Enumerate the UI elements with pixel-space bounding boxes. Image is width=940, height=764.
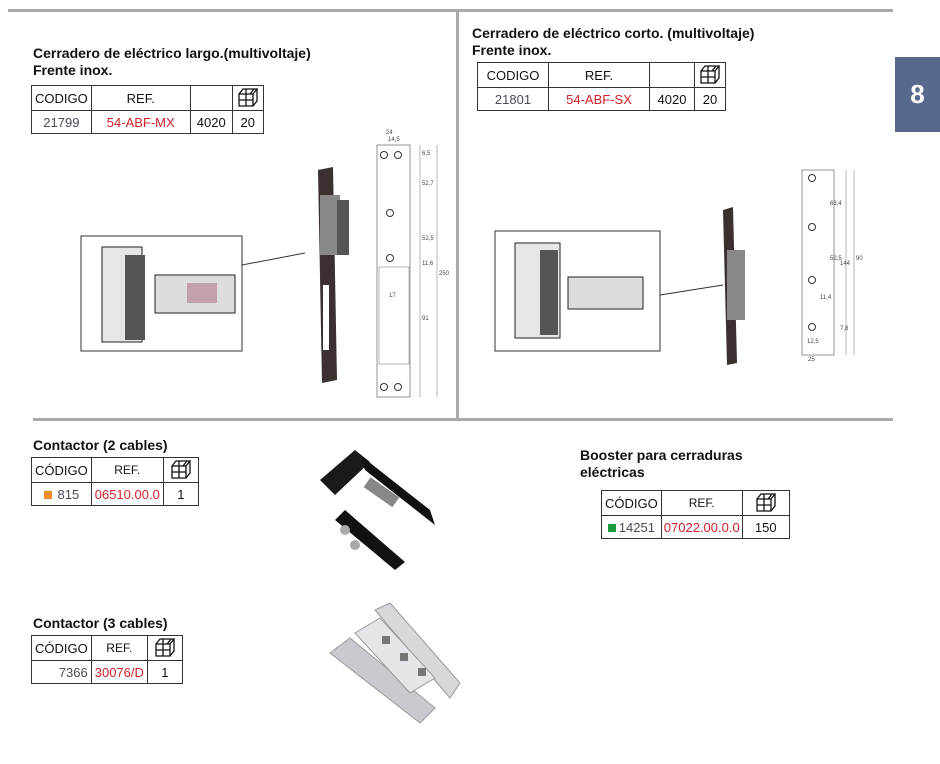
header-blank [189,85,233,111]
dimension-label: 250 [439,271,450,277]
dimension-label: 7,8 [840,326,849,332]
dimension-label: 17 [389,293,396,299]
dimension-label: 90 [856,256,863,262]
product-table: CÓDIGO REF. 815 06510.00.0 1 [31,457,199,506]
ref-cell: 07022.00.0.0 [660,515,743,539]
codigo-cell: 21801 [477,87,549,111]
box-icon [231,85,264,111]
contactor-2-image [320,450,435,570]
ref-cell: 54-ABF-SX [548,87,650,111]
dimension-label: 144 [840,261,851,267]
dimension-label: 63,4 [830,201,842,207]
qty-cell: 20 [694,87,726,111]
qty-cell: 1 [162,482,199,506]
dimension-label: 52,5 [422,236,434,242]
green-marker-icon [607,523,616,532]
contactor-3-image [329,602,461,724]
dimension-label: 14,5 [388,137,400,143]
table-row: 14251 07022.00.0.0 150 [601,515,790,539]
codigo-value: 815 [57,486,80,502]
dimension-label: 52,7 [422,181,434,187]
header-blank [649,62,695,88]
header-codigo: CÓDIGO [31,457,92,483]
product-table: CODIGO REF. 21799 54-ABF-MX 4020 20 [31,85,264,134]
title-line: Cerradero de eléctrico largo.(multivolta… [33,45,311,61]
section-tab[interactable]: 8 [895,57,940,132]
dimension-label: 91 [422,316,429,322]
extra-cell: 4020 [649,87,695,111]
dimension-label: 12,5 [807,339,819,345]
box-icon [694,62,726,88]
box-icon [162,457,199,483]
codigo-cell: 7366 [31,660,92,684]
header-codigo: CÓDIGO [31,635,92,661]
top-divider [8,9,893,12]
product-title: Contactor (3 cables) [33,615,168,631]
header-ref: REF. [660,490,743,516]
codigo-cell: 815 [31,482,92,506]
box-icon [741,490,790,516]
qty-cell: 20 [231,110,264,134]
header-ref: REF. [90,635,148,661]
title-line: Frente inox. [472,42,552,58]
qty-cell: 150 [741,515,790,539]
ref-cell: 54-ABF-MX [90,110,191,134]
dimension-label: 11,4 [820,295,832,301]
vertical-divider [456,9,459,419]
header-ref: REF. [90,85,191,111]
product-title: Cerradero de eléctrico largo.(multivolta… [33,45,311,79]
dimension-label: 6,5 [422,151,431,157]
codigo-cell: 14251 [601,515,662,539]
header-codigo: CÓDIGO [601,490,662,516]
product-title: Contactor (2 cables) [33,437,168,453]
header-ref: REF. [90,457,164,483]
short-strike-illustration: 63,4 52,5 144 90 11,4 7,8 12,5 25 [494,169,863,365]
product-table: CODIGO REF. 21801 54-ABF-SX 4020 20 [477,62,726,111]
header-codigo: CODIGO [477,62,549,88]
dimension-label: 52,5 [830,256,842,262]
dimension-label: 24 [386,130,393,136]
table-row: 21799 54-ABF-MX 4020 20 [31,110,264,134]
long-strike-illustration: 24 14,5 6,5 52,7 52,5 11,6 17 91 250 [80,130,450,398]
dimension-label: 11,6 [422,261,434,267]
extra-cell: 4020 [189,110,233,134]
product-table: CÓDIGO REF. 7366 30076/D 1 [31,635,183,684]
table-row: 7366 30076/D 1 [31,660,183,684]
dimension-label: 25 [808,357,815,363]
product-table: CÓDIGO REF. 14251 07022.00.0.0 150 [601,490,790,539]
title-line: Booster para cerraduras [580,447,743,463]
codigo-cell: 21799 [31,110,92,134]
product-title: Cerradero de eléctrico corto. (multivolt… [472,25,754,59]
orange-marker-icon [43,490,52,499]
table-row: 21801 54-ABF-SX 4020 20 [477,87,726,111]
header-codigo: CODIGO [31,85,92,111]
header-ref: REF. [548,62,650,88]
codigo-value: 14251 [618,519,655,535]
qty-cell: 1 [146,660,183,684]
title-line: Frente inox. [33,62,113,78]
box-icon [146,635,183,661]
middle-divider [33,418,893,421]
table-row: 815 06510.00.0 1 [31,482,199,506]
ref-cell: 06510.00.0 [90,482,164,506]
title-line: eléctricas [580,464,645,480]
ref-cell: 30076/D [90,660,148,684]
product-title: Booster para cerraduras eléctricas [580,447,743,481]
title-line: Cerradero de eléctrico corto. (multivolt… [472,25,755,41]
